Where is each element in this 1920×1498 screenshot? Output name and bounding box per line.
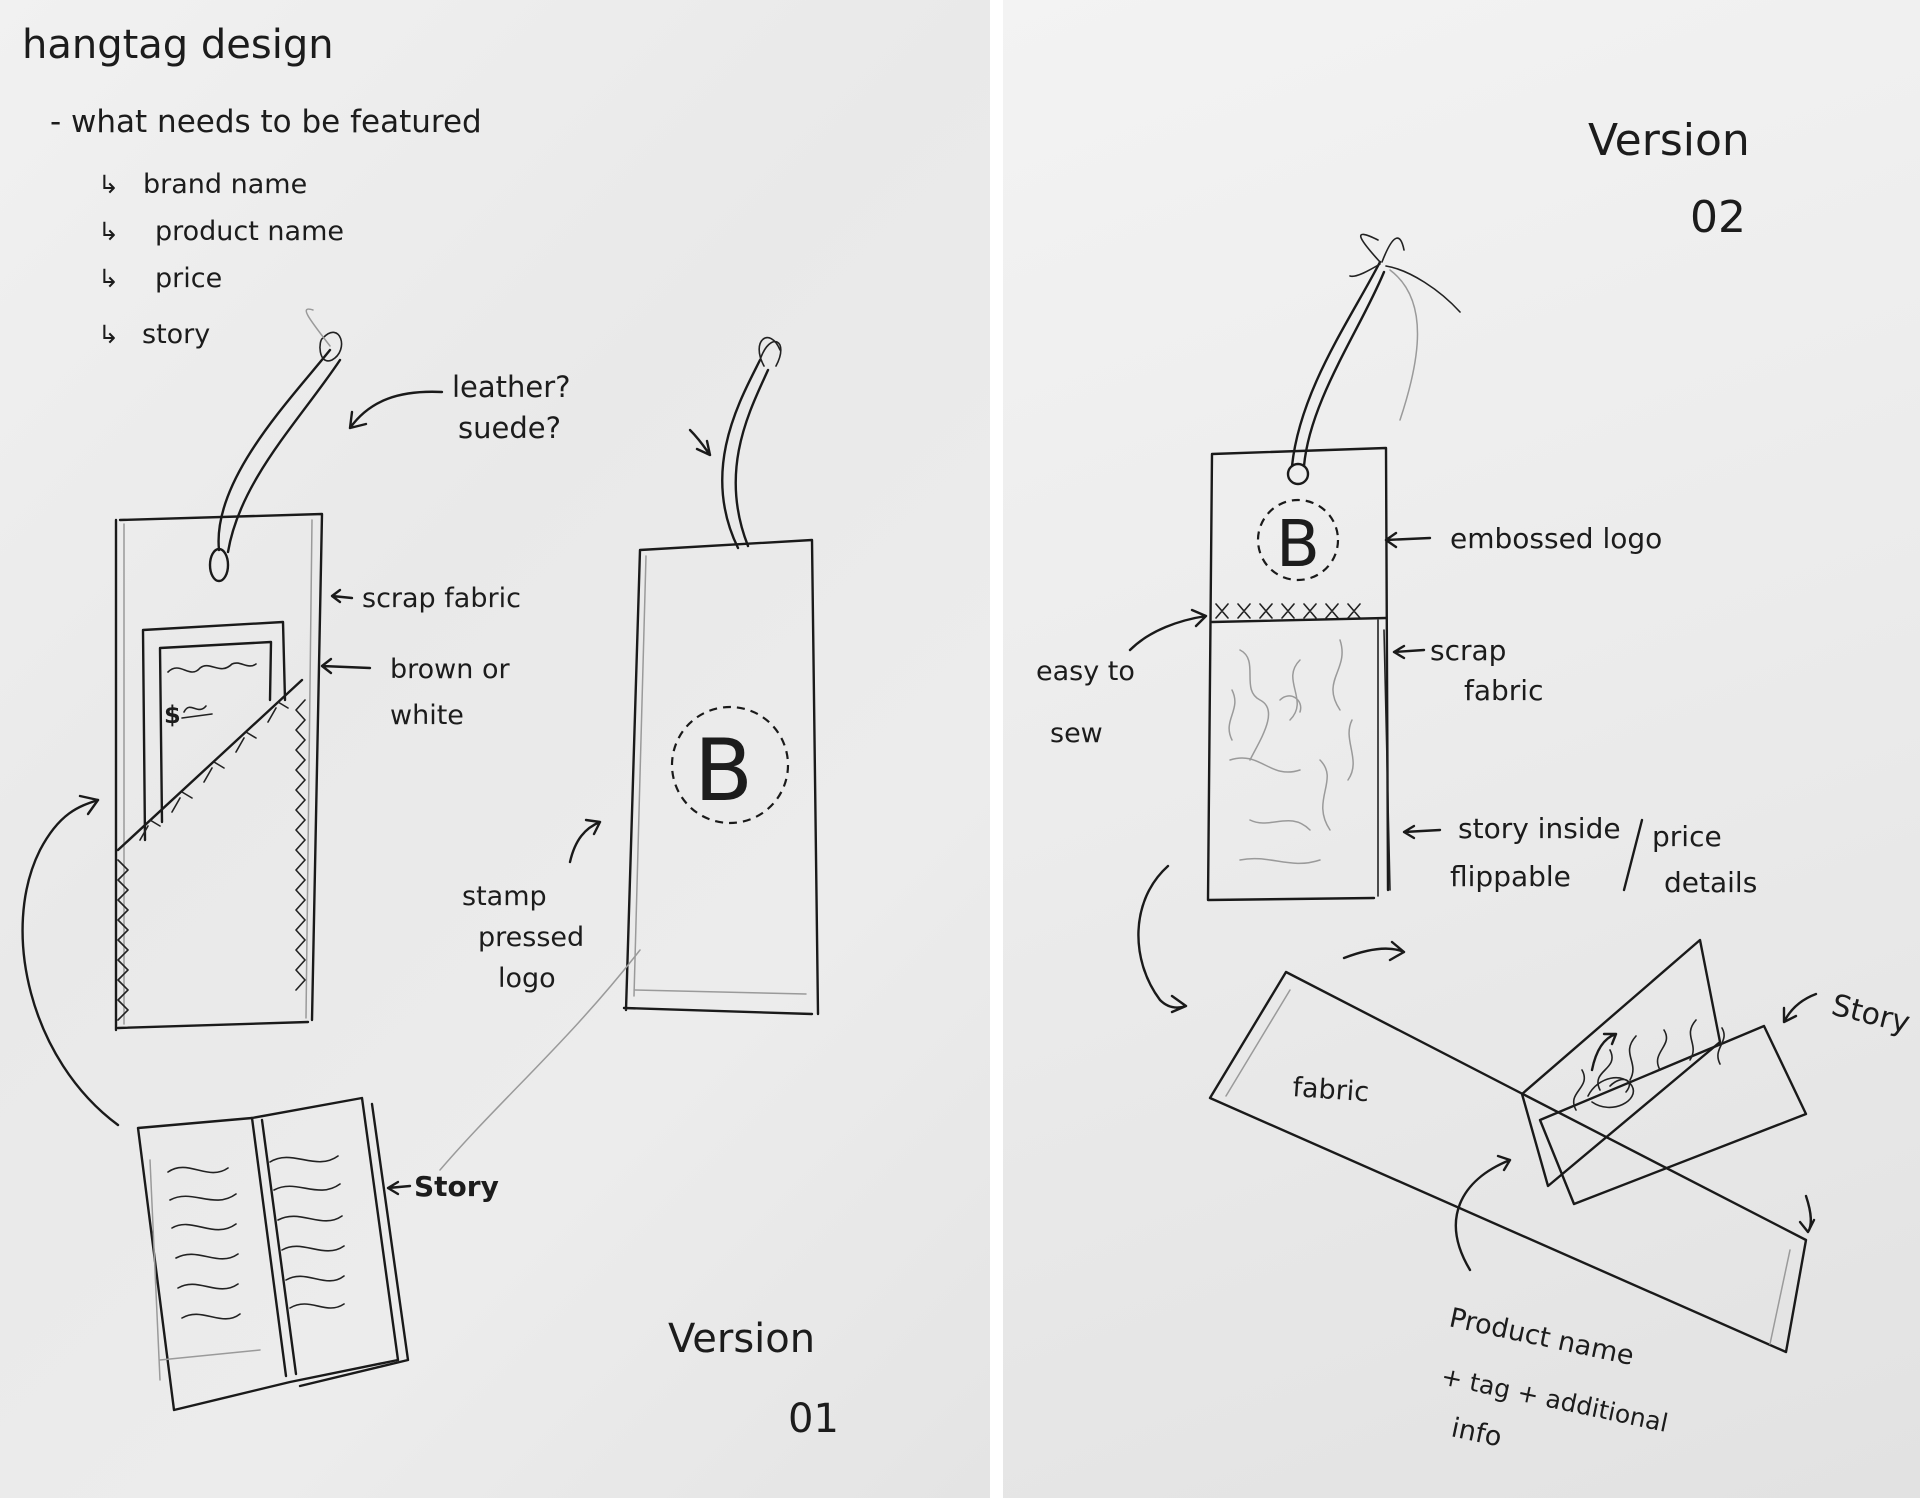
feature-list: ↳ brand name ↳ product name ↳ price ↳ st… [98,169,344,350]
arrow-icon [1590,1032,1618,1072]
arrow-left-icon [1392,644,1426,660]
arrow-left-icon [320,657,372,675]
arrow-left-icon [1384,531,1432,549]
embossed-logo-callout: embossed logo [1384,522,1662,555]
logo-letter: B [694,721,753,821]
callout-label: pressed [478,922,584,953]
fabric-label: fabric [1292,1072,1371,1108]
arrow-icon: ↳ [98,170,119,199]
callout-label: scrap fabric [362,583,521,614]
slash-divider [1622,818,1644,892]
material-note-leather: leather? [452,370,571,404]
curved-arrow-icon [1454,1154,1512,1272]
right-sketch-sheet [1003,0,1920,1498]
tag-sketch-b: B [622,336,820,1016]
curved-arrow-icon [1137,864,1188,1014]
arrow-head-icon [78,794,100,816]
product-name-callout: Product name + tag + additional info [1439,1154,1671,1454]
logo-letter: B [1276,508,1320,582]
arrow-icon [568,818,602,864]
version-number: 02 [1690,192,1746,243]
callout-label: Product name [1447,1303,1637,1372]
material-note: leather? suede? [348,370,571,445]
list-item-label: story [142,319,210,350]
exploded-story-callout: Story [1782,988,1913,1041]
stamp-logo-callout: stamp pressed logo [462,818,602,994]
color-callout: brown or white [320,654,510,731]
arrow-icon: ↳ [98,264,119,293]
callout-label: Story [1828,988,1913,1041]
callout-label: easy to [1036,656,1135,687]
curved-arrow-icon [21,798,120,1127]
story-inside-callout: story inside flippable price details [1402,812,1757,899]
arrow-icon: ↳ [98,217,119,246]
callout-label: sew [1050,718,1103,749]
exploded-tag-view: fabric [1208,938,1816,1354]
insert-price-mark: $ [164,701,181,729]
list-item-label: price [155,263,222,294]
sheet-divider [990,0,1003,1498]
callout-label: flippable [1450,860,1571,893]
arrow-left-icon [386,1180,412,1196]
list-item-label: brand name [143,169,307,200]
callout-label: fabric [1464,674,1543,707]
callout-label: white [390,700,464,731]
version-number: 01 [788,1396,839,1442]
scrap-fabric-callout-v2: scrap fabric [1392,634,1543,707]
feature-heading: - what needs to be featured [50,104,482,140]
callout-label: logo [498,963,556,994]
story-booklet [136,1096,410,1412]
version-label: Version [668,1316,815,1362]
arrow-icon: ↳ [98,320,119,349]
arrow-left-icon [330,588,354,604]
list-item-product-name: ↳ product name [98,216,344,247]
guide-line [439,949,641,1171]
list-item-price: ↳ price [98,263,222,294]
callout-label: story inside [1458,812,1621,845]
callout-label: embossed logo [1450,522,1662,555]
callout-label: brown or [390,654,510,685]
arrow-icon [1798,1194,1816,1234]
list-item-label: product name [155,216,344,247]
curved-arrow-icon [1782,992,1818,1024]
left-sketch-sheet [0,0,990,1498]
callout-label: info [1449,1413,1505,1454]
callout-label: price [1652,820,1722,853]
list-item-story: ↳ story [98,319,210,350]
arrow-icon [688,428,712,457]
sheet-title: hangtag design [22,22,334,68]
callout-label: stamp [462,881,547,912]
curved-arrow-icon [1128,608,1208,652]
scrap-fabric-callout: scrap fabric [330,583,521,614]
version-label: Version [1588,115,1750,166]
callout-label: Story [414,1170,499,1203]
curved-arrow-icon [1342,940,1406,962]
tag-sketch-v2: B [1206,233,1461,902]
curved-arrow-icon [348,390,444,430]
list-item-brand-name: ↳ brand name [98,169,307,200]
material-note-suede: suede? [458,411,561,445]
easy-sew-callout: easy to sew [1036,608,1208,749]
callout-label: details [1664,866,1757,899]
callout-label: scrap [1430,634,1506,667]
booklet-callout: Story [386,1170,499,1203]
tag-sketch-a: $ [114,308,343,1032]
arrow-left-icon [1402,824,1442,840]
